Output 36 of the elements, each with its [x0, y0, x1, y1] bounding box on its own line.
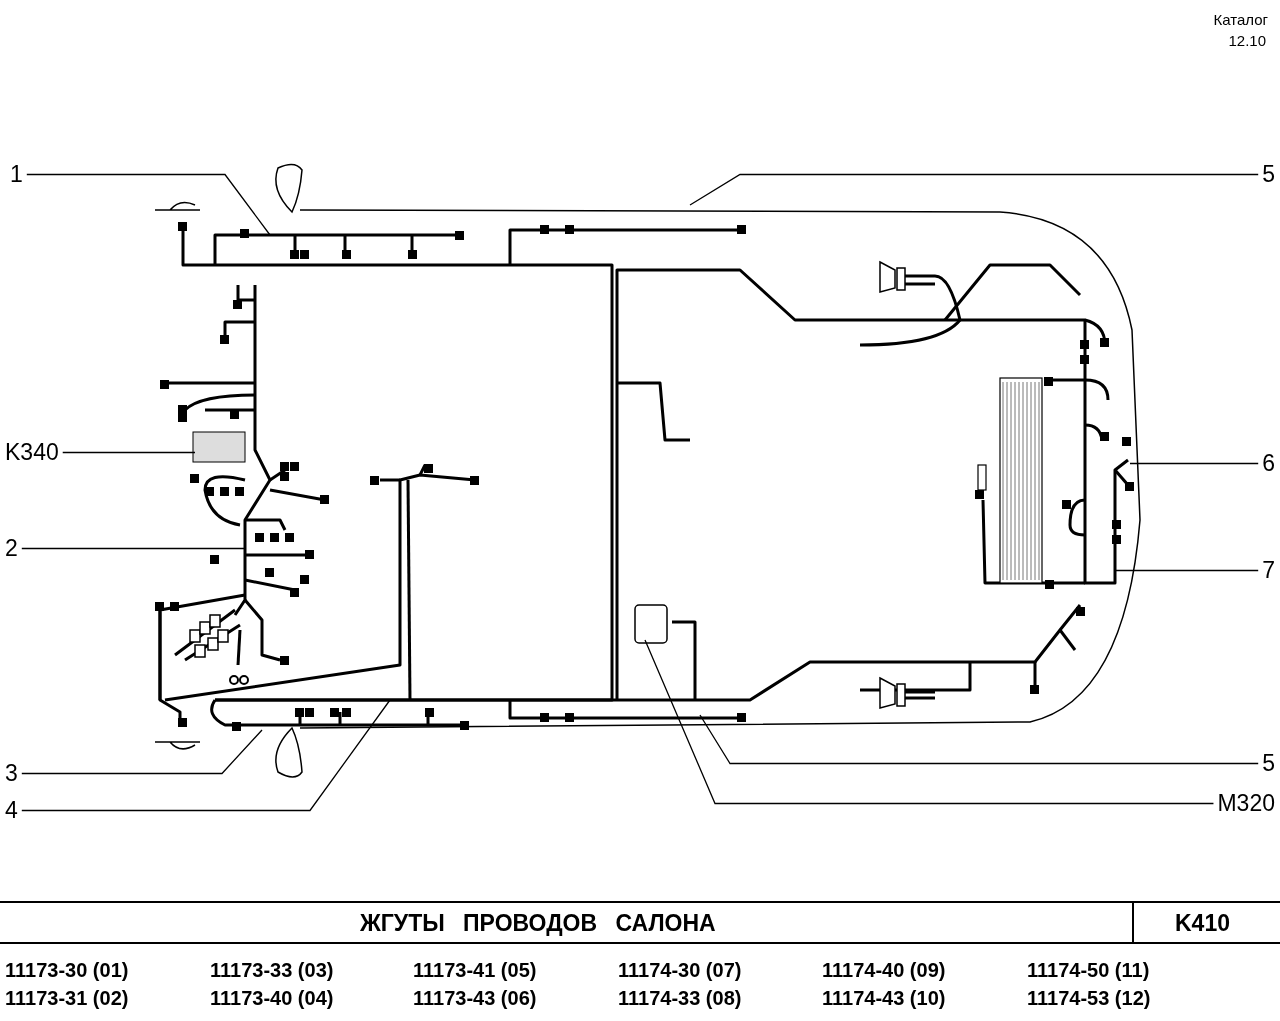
part-number: 11173-33 (03) — [210, 960, 334, 980]
part-number: 11173-30 (01) — [5, 960, 129, 980]
part-number: 11173-40 (04) — [210, 988, 334, 1008]
callout-number: 5 — [1262, 163, 1275, 186]
callout-number: 3 — [5, 762, 18, 785]
part-number: 11173-41 (05) — [413, 960, 537, 980]
leader-line — [689, 173, 1259, 206]
callout-number: 6 — [1262, 452, 1275, 475]
drawing-title: ЖГУТЫ ПРОВОДОВ САЛОНА — [360, 912, 716, 935]
part-number: 11174-30 (07) — [618, 960, 742, 980]
part-number: 11173-31 (02) — [5, 988, 129, 1008]
leader-line — [699, 714, 1259, 765]
revision-date: 12.10 — [1228, 33, 1266, 48]
callout-number: 5 — [1262, 752, 1275, 775]
part-number: 11174-50 (11) — [1027, 960, 1150, 980]
leader-line — [1114, 569, 1259, 572]
sheet-code: K410 — [1175, 912, 1230, 935]
callout-number: 4 — [5, 799, 18, 822]
leader-line — [21, 729, 263, 775]
part-code-label: M320 — [1217, 792, 1275, 815]
leader-line — [644, 639, 1215, 805]
leader-line — [62, 451, 196, 454]
leader-line — [21, 547, 246, 550]
part-number: 11173-43 (06) — [413, 988, 537, 1008]
part-code-label: K340 — [5, 441, 59, 464]
part-number: 11174-40 (09) — [822, 960, 946, 980]
part-number: 11174-53 (12) — [1027, 988, 1151, 1008]
callout-number: 2 — [5, 537, 18, 560]
part-number: 11174-33 (08) — [618, 988, 742, 1008]
catalog-header: Каталог — [1213, 12, 1268, 27]
callout-number: 7 — [1262, 559, 1275, 582]
leader-line — [1129, 462, 1259, 465]
part-number: 11174-43 (10) — [822, 988, 946, 1008]
leader-line — [26, 173, 271, 236]
leader-line — [21, 699, 391, 812]
callout-number: 1 — [10, 163, 23, 186]
